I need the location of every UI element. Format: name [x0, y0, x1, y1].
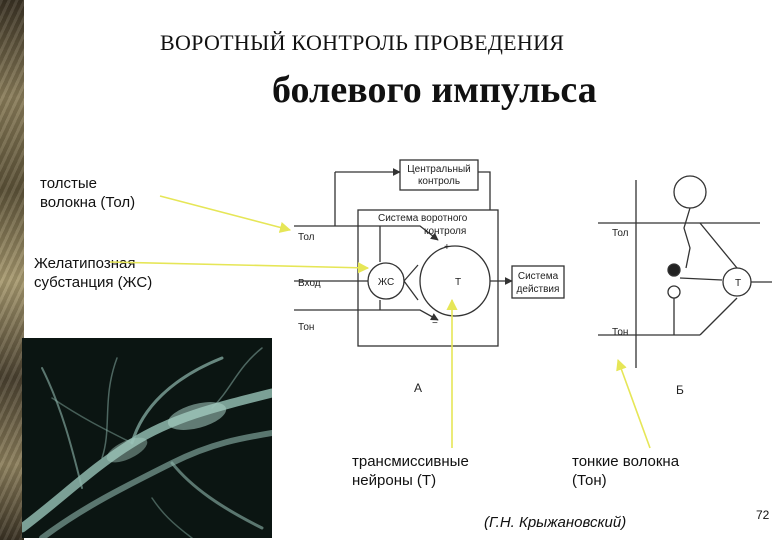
- gate-system-label-1: Система воротного: [378, 213, 468, 224]
- b-central-node: [673, 175, 707, 209]
- b-filled-node: [667, 263, 681, 277]
- a-input-label: Вход: [298, 278, 321, 289]
- title-line-1: ВОРОТНЫЙ КОНТРОЛЬ ПРОВЕДЕНИЯ: [160, 30, 565, 55]
- title-line-2: болевого импульса: [272, 69, 597, 111]
- page-number: 72: [756, 508, 770, 522]
- action-system-box: [511, 265, 565, 299]
- panel-a-labels: Центральный контроль Система воротного к…: [298, 164, 559, 395]
- action-system-label-2: действия: [517, 284, 560, 295]
- panel-b: [598, 175, 772, 368]
- central-control-label-1: Центральный: [407, 164, 471, 175]
- b-tol-label: Тол: [612, 228, 629, 239]
- author-citation: (Г.Н. Крыжановский): [484, 514, 627, 531]
- a-ton-label: Тон: [298, 322, 314, 333]
- b-ton-label: Тон: [612, 327, 628, 338]
- arrow-gelatinous: [109, 261, 370, 274]
- panel-a-letter: А: [414, 381, 422, 395]
- label-gelatinous-line1: Желатипозная: [34, 255, 136, 272]
- gate-system-box: [357, 209, 499, 347]
- arrow-thick-fibers: [159, 195, 292, 233]
- gate-system-label-2: контроля: [424, 226, 466, 237]
- panel-b-letter: Б: [676, 383, 684, 397]
- arrow-thin-fibers: [616, 358, 651, 449]
- label-thick-fibers-line1: толстые: [40, 175, 97, 192]
- label-thin-fibers: тонкие волокна (Тон): [572, 452, 679, 490]
- a-tol-label: Тол: [298, 232, 315, 243]
- label-gelatinous-substance: Желатипозная субстанция (ЖС): [34, 254, 152, 292]
- label-thin-fibers-line2: (Тон): [572, 472, 607, 489]
- b-t-label: Т: [735, 278, 741, 289]
- label-transmission-neurons: трансмиссивные нейроны (Т): [352, 452, 469, 490]
- action-system-label-1: Система: [518, 271, 559, 282]
- label-transmission-line1: трансмиссивные: [352, 453, 469, 470]
- b-open-node: [667, 285, 681, 299]
- plus-sign: +: [444, 242, 450, 253]
- minus-sign: −: [432, 318, 438, 329]
- zhs-label: ЖС: [378, 277, 394, 288]
- label-gelatinous-line2: субстанция (ЖС): [34, 274, 153, 291]
- label-transmission-line2: нейроны (Т): [352, 472, 437, 489]
- panel-a: [294, 159, 565, 347]
- label-thick-fibers-line2: волокна (Тол): [40, 194, 136, 211]
- ton-fiber-line: [294, 309, 439, 321]
- decorative-marble-sidebar: [0, 0, 24, 540]
- central-control-label-2: контроль: [418, 176, 460, 187]
- label-thin-fibers-line1: тонкие волокна: [572, 453, 680, 470]
- neuron-micrograph: [22, 338, 272, 538]
- t-label: Т: [455, 277, 461, 288]
- panel-b-labels: Тол Тон Т Б: [612, 228, 741, 397]
- label-thick-fibers: толстые волокна (Тол): [40, 174, 135, 212]
- tol-fiber-line: [294, 225, 439, 241]
